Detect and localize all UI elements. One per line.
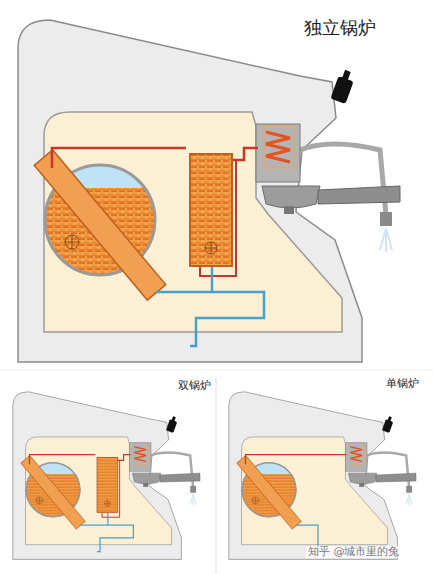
- watermark: 知乎 @城市里的兔: [306, 546, 402, 558]
- panel-title: 双锅炉: [176, 380, 213, 392]
- panel-title: 单锅炉: [384, 378, 421, 390]
- panel-title: 独立锅炉: [302, 18, 378, 38]
